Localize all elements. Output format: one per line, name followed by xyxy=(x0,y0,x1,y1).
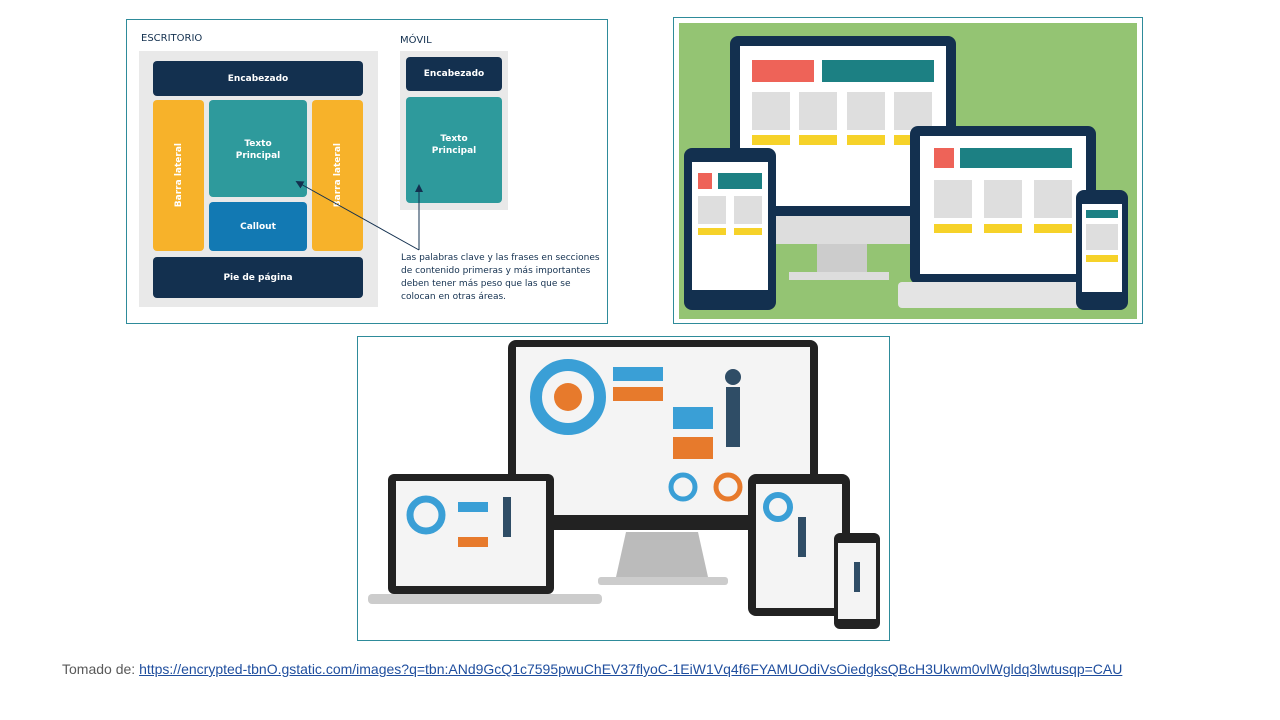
footer-block: Pie de página xyxy=(153,257,363,298)
devices-illustration xyxy=(679,23,1137,319)
left-sidebar-block: Barra lateral xyxy=(153,100,204,251)
right-sidebar-block: Barra lateral xyxy=(312,100,363,251)
desktop-main-text-block: Texto Principal xyxy=(209,100,307,197)
desktop-header-block: Encabezado xyxy=(153,61,363,96)
mobile-title: MÓVIL xyxy=(400,35,432,46)
mobile-header-block: Encabezado xyxy=(406,57,502,91)
layout-diagram-image: ESCRITORIO Encabezado Barra lateral Text… xyxy=(126,19,608,324)
infographic-devices-image xyxy=(357,336,890,641)
arrows xyxy=(295,181,423,251)
source-label: Tomado de: xyxy=(62,661,136,677)
responsive-devices-image xyxy=(673,17,1143,324)
desktop-title: ESCRITORIO xyxy=(141,33,203,44)
source-link[interactable]: https://encrypted-tbnO.gstatic.com/image… xyxy=(139,661,1123,677)
source-citation: Tomado de: https://encrypted-tbnO.gstati… xyxy=(62,661,1122,677)
infographic-illustration xyxy=(368,340,880,629)
caption-text: Las palabras clave y las frases en secci… xyxy=(401,253,600,302)
callout-block: Callout xyxy=(209,202,307,251)
